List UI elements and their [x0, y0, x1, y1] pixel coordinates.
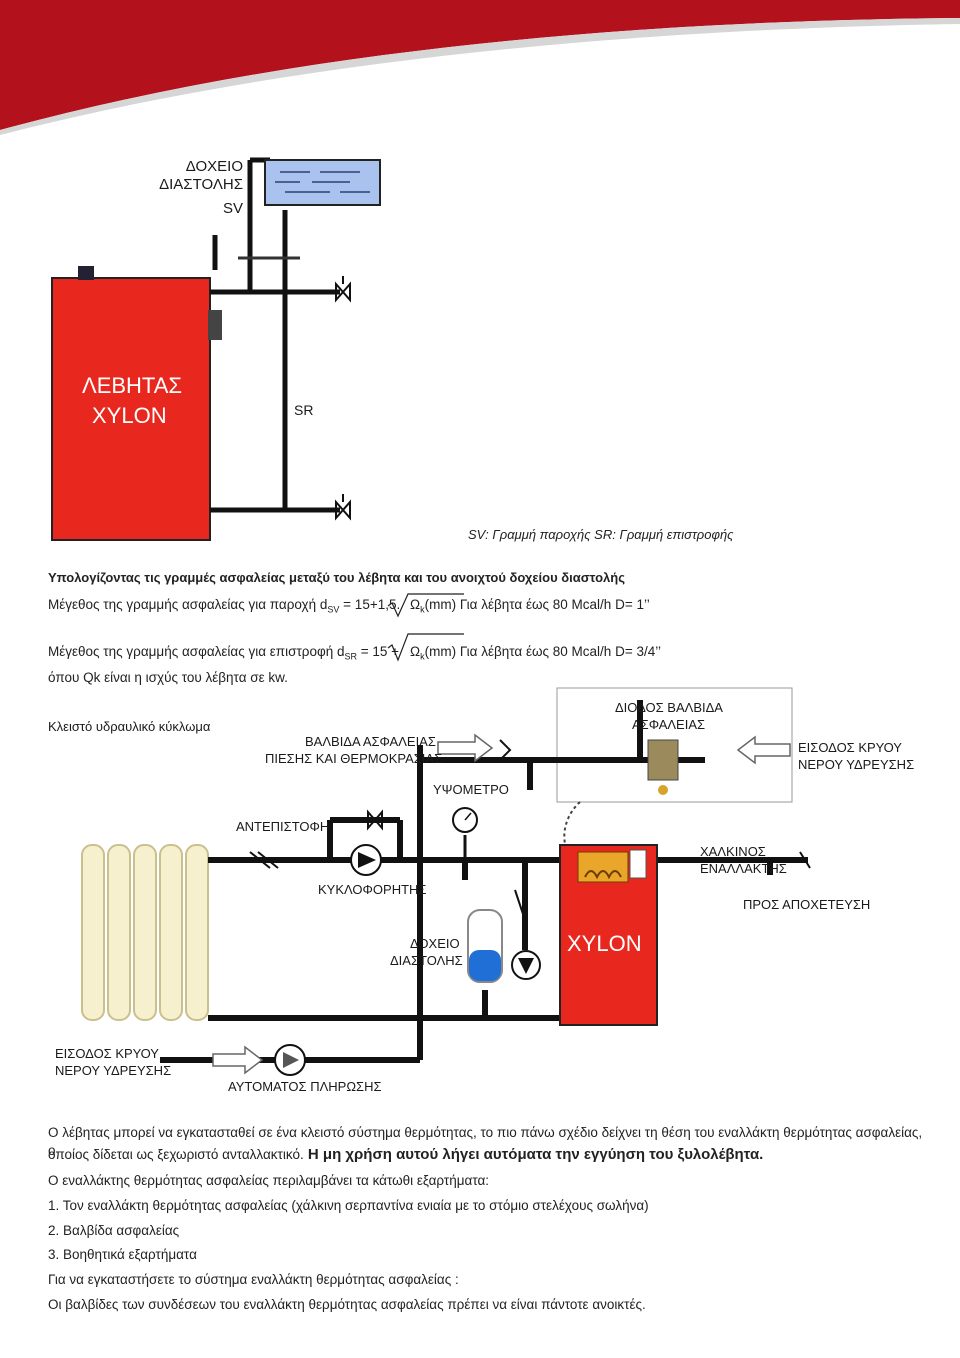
- list-item-1: 1. Τον εναλλάκτη θερμότητας ασφαλείας (χ…: [48, 1198, 649, 1213]
- check-valve-label: ΑΝΤΕΠΙΣΤΟΦΗ: [236, 819, 330, 834]
- calc-line3: όπου Qk είναι η ισχύς του λέβητα σε kw.: [48, 670, 288, 685]
- warranty-warning: Η μη χρήση αυτού λήγει αυτόματα την εγγύ…: [303, 1146, 764, 1163]
- calc-line1-sub: SV: [327, 604, 340, 615]
- closed-system-diagram: [81, 687, 811, 1076]
- paragraph-4: Για να εγκαταστήσετε το σύστημα εναλλάκτ…: [48, 1272, 459, 1287]
- autofill-label: ΑΥΤΟΜΑΤΟΣ ΠΛΗΡΩΣΗΣ: [228, 1079, 382, 1094]
- boiler-label-line1: ΛΕΒΗΤΑΣ: [82, 373, 183, 398]
- calc-line2-omega: Ω: [410, 644, 421, 659]
- altimeter-label: ΥΨΟΜΕΤΡΟ: [433, 782, 509, 797]
- diode-label-line2: ΑΣΦΑΛΕΙΑΣ: [632, 717, 706, 732]
- paragraph-2-text: οποίος δίδεται ως ξεχωριστό ανταλλακτικό…: [48, 1147, 304, 1162]
- paragraph-2: οποίος δίδεται ως ξεχωριστό ανταλλακτικό…: [48, 1146, 928, 1164]
- calc-line2-mid: = 15 +: [357, 644, 400, 659]
- diagram1-caption: SV: Γραμμή παροχής SR: Γραμμή επιστροφής: [468, 527, 734, 542]
- list-item-2: 2. Βαλβίδα ασφαλείας: [48, 1223, 180, 1238]
- calc-line1: Μέγεθος της γραμμής ασφαλείας για παροχή…: [48, 596, 400, 619]
- calc-line2-sub2: k: [420, 651, 425, 662]
- calc-line2-pre: Μέγεθος της γραμμής ασφαλείας για επιστρ…: [48, 644, 345, 659]
- circulator-label: ΚΥΚΛΟΦΟΡΗΤΗΣ: [318, 882, 427, 897]
- calc-line1-tail: (mm) Για λέβητα έως 80 Mcal/h D= 1’’: [424, 597, 650, 612]
- calc-line1-omega: Ω: [410, 597, 421, 612]
- tank-label-line2: ΔΙΑΣΤΟΛΗΣ: [159, 176, 243, 193]
- sqrt-sign-1: [387, 593, 464, 618]
- inlet-right-line1: ΕΙΣΟΔΟΣ ΚΡΥΟΥ: [798, 740, 902, 755]
- exchanger-label-line2: ΕΝΑΛΛΑΚΤΗΣ: [700, 861, 787, 876]
- boiler-xylon-label: XYLON: [567, 931, 642, 956]
- calc-line2-formula: Ωk(mm) Για λέβητα έως 80 Mcal/h D= 3/4’’: [410, 643, 661, 666]
- drain-label: ΠΡΟΣ ΑΠΟΧΕΤΕΥΣΗ: [743, 897, 871, 912]
- sr-label: SR: [294, 402, 314, 418]
- inlet-right-line2: ΝΕΡΟΥ ΥΔΡΕΥΣΗΣ: [798, 757, 915, 772]
- calc-line2: Μέγεθος της γραμμής ασφαλείας για επιστρ…: [48, 643, 399, 666]
- calc-heading: Υπολογίζοντας τις γραμμές ασφαλείας μετα…: [48, 570, 625, 585]
- exchanger-label-line1: ΧΑΛΚΙΝΟΣ: [700, 844, 766, 859]
- calc-line1-mid: = 15+1,5.: [339, 597, 401, 612]
- calc-line2-sub: SR: [344, 651, 358, 662]
- closed-circuit-title: Κλειστό υδραυλικό κύκλωμα: [48, 719, 211, 734]
- valve-label-line2: ΠΙΕΣΗΣ ΚΑΙ ΘΕΡΜΟΚΡΑΣΙΑΣ: [265, 751, 443, 766]
- tank-label-line1: ΔΟΧΕΙΟ: [185, 158, 243, 175]
- header-swoosh: [0, 0, 960, 135]
- inlet-left-line1: ΕΙΣΟΔΟΣ ΚΡΥΟΥ: [55, 1046, 159, 1061]
- tank-label: ΔΟΧΕΙΟ: [183, 156, 243, 177]
- sqrt-sign-2: [387, 633, 464, 662]
- calc-line1-pre: Μέγεθος της γραμμής ασφαλείας για παροχή…: [48, 597, 328, 612]
- expansion-label-line2: ΔΙΑΣΤΟΛΗΣ: [390, 953, 463, 968]
- list-item-3: 3. Βοηθητικά εξαρτήματα: [48, 1247, 197, 1262]
- paragraph-1: Ο λέβητας μπορεί να εγκατασταθεί σε ένα …: [48, 1125, 923, 1158]
- valve-label-line1: ΒΑΛΒΙΔΑ ΑΣΦΑΛΕΙΑΣ: [305, 734, 436, 749]
- diode-label-line1: ΔΙΟΔΟΣ ΒΑΛΒΙΔΑ: [615, 700, 723, 715]
- inlet-left-line2: ΝΕΡΟΥ ΥΔΡΕΥΣΗΣ: [55, 1063, 172, 1078]
- calc-line2-tail: (mm) Για λέβητα έως 80 Mcal/h D= 3/4’’: [424, 644, 661, 659]
- calc-line1-sub2: k: [420, 604, 425, 615]
- tank-label-line3: SV: [222, 200, 243, 217]
- paragraph-5: Οι βαλβίδες των συνδέσεων του εναλλάκτη …: [48, 1297, 646, 1312]
- expansion-label-line1: ΔΟΧΕΙΟ: [410, 936, 460, 951]
- boiler-label-line2: XYLON: [92, 403, 167, 428]
- calc-line1-formula: Ωk(mm) Για λέβητα έως 80 Mcal/h D= 1’’: [410, 596, 650, 619]
- paragraph-3: Ο εναλλάκτης θερμότητας ασφαλείας περιλα…: [48, 1173, 490, 1188]
- open-system-diagram: [51, 157, 381, 541]
